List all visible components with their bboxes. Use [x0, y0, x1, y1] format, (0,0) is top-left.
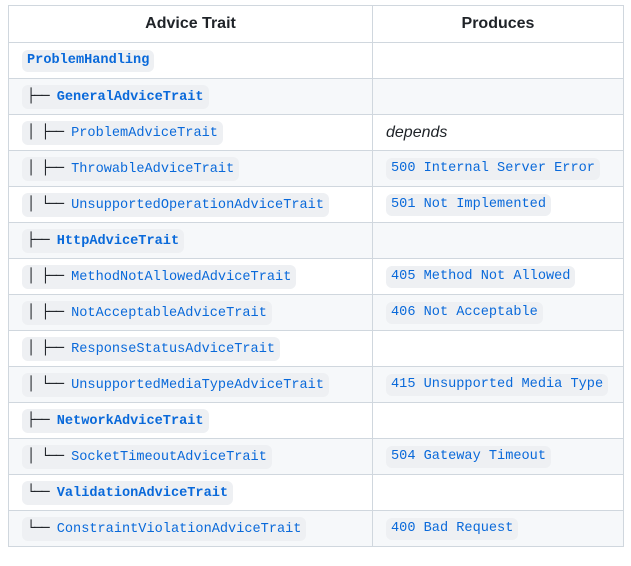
- advice-trait-cell: │ └── UnsupportedMediaTypeAdviceTrait: [8, 366, 373, 403]
- table-header-row: Advice Trait Produces: [8, 5, 624, 43]
- produces-cell: [372, 42, 624, 79]
- produces-cell: [372, 330, 624, 367]
- status-code: 415 Unsupported Media Type: [386, 373, 609, 396]
- produces-cell: 406 Not Acceptable: [372, 294, 624, 331]
- produces-cell: [372, 474, 624, 511]
- advice-trait-cell: ├── NetworkAdviceTrait: [8, 402, 373, 439]
- table-row: │ ├── ThrowableAdviceTrait 500 Internal S…: [8, 150, 624, 187]
- produces-cell: 500 Internal Server Error: [372, 150, 624, 187]
- tree-prefix: │ ├──: [27, 123, 64, 140]
- trait-code: ├── NetworkAdviceTrait: [22, 408, 209, 433]
- table-body: ProblemHandling ├── GeneralAdviceTrait │ ├…: [8, 42, 624, 547]
- advice-trait-cell: │ ├── ThrowableAdviceTrait: [8, 150, 373, 187]
- trait-code: │ └── SocketTimeoutAdviceTrait: [22, 444, 272, 469]
- status-code: 405 Method Not Allowed: [386, 265, 576, 288]
- tree-prefix: ├──: [27, 231, 50, 248]
- produces-cell: 504 Gateway Timeout: [372, 438, 624, 475]
- trait-link[interactable]: ProblemHandling: [27, 52, 150, 68]
- trait-code: │ └── UnsupportedMediaTypeAdviceTrait: [22, 372, 329, 397]
- trait-link[interactable]: ThrowableAdviceTrait: [71, 161, 235, 177]
- table-row: └── ConstraintViolationAdviceTrait 400 Ba…: [8, 510, 624, 547]
- tree-prefix: │ └──: [27, 195, 64, 212]
- trait-link[interactable]: ValidationAdviceTrait: [56, 485, 229, 501]
- tree-prefix: │ └──: [27, 447, 64, 464]
- produces-cell: [372, 402, 624, 439]
- table-row: │ ├── NotAcceptableAdviceTrait 406 Not Ac…: [8, 294, 624, 331]
- trait-code: └── ConstraintViolationAdviceTrait: [22, 516, 307, 541]
- advice-trait-cell: │ ├── ProblemAdviceTrait: [8, 114, 373, 151]
- table-row: ├── HttpAdviceTrait: [8, 222, 624, 259]
- advice-trait-cell: │ ├── ResponseStatusAdviceTrait: [8, 330, 373, 367]
- header-produces: Produces: [372, 5, 624, 43]
- table-row: │ └── UnsupportedMediaTypeAdviceTrait 415…: [8, 366, 624, 403]
- advice-trait-cell: ├── GeneralAdviceTrait: [8, 78, 373, 115]
- tree-prefix: │ └──: [27, 375, 64, 392]
- tree-prefix: │ ├──: [27, 159, 64, 176]
- advice-trait-cell: │ ├── NotAcceptableAdviceTrait: [8, 294, 373, 331]
- trait-link[interactable]: GeneralAdviceTrait: [56, 89, 204, 105]
- produces-cell: 400 Bad Request: [372, 510, 624, 547]
- tree-prefix: ├──: [27, 411, 50, 428]
- trait-link[interactable]: SocketTimeoutAdviceTrait: [71, 449, 267, 465]
- trait-code: ProblemHandling: [22, 49, 155, 72]
- table-row: │ └── SocketTimeoutAdviceTrait 504 Gatewa…: [8, 438, 624, 475]
- trait-link[interactable]: ResponseStatusAdviceTrait: [71, 341, 276, 357]
- trait-code: └── ValidationAdviceTrait: [22, 480, 234, 505]
- table-row: │ ├── ProblemAdviceTrait depends: [8, 114, 624, 151]
- produces-cell: 415 Unsupported Media Type: [372, 366, 624, 403]
- header-advice-trait: Advice Trait: [8, 5, 373, 43]
- advice-trait-table: Advice Trait Produces ProblemHandling ├──…: [8, 5, 624, 547]
- status-code: 400 Bad Request: [386, 517, 519, 540]
- trait-code: │ ├── NotAcceptableAdviceTrait: [22, 300, 272, 325]
- trait-code: │ ├── MethodNotAllowedAdviceTrait: [22, 264, 297, 289]
- tree-prefix: └──: [27, 519, 50, 536]
- trait-code: │ ├── ProblemAdviceTrait: [22, 120, 223, 145]
- status-code: 406 Not Acceptable: [386, 301, 543, 324]
- produces-cell: 405 Method Not Allowed: [372, 258, 624, 295]
- table-row: │ ├── ResponseStatusAdviceTrait: [8, 330, 624, 367]
- trait-link[interactable]: UnsupportedMediaTypeAdviceTrait: [71, 377, 324, 393]
- trait-link[interactable]: HttpAdviceTrait: [56, 233, 180, 249]
- tree-prefix: ├──: [27, 87, 50, 104]
- status-code: 501 Not Implemented: [386, 193, 551, 216]
- trait-link[interactable]: ConstraintViolationAdviceTrait: [56, 521, 302, 537]
- tree-prefix: │ ├──: [27, 303, 64, 320]
- table-row: ├── NetworkAdviceTrait: [8, 402, 624, 439]
- trait-link[interactable]: ProblemAdviceTrait: [71, 125, 218, 141]
- advice-trait-cell: └── ValidationAdviceTrait: [8, 474, 373, 511]
- table-row: │ ├── MethodNotAllowedAdviceTrait 405 Met…: [8, 258, 624, 295]
- advice-trait-cell: │ └── SocketTimeoutAdviceTrait: [8, 438, 373, 475]
- trait-code: │ ├── ResponseStatusAdviceTrait: [22, 336, 281, 361]
- advice-trait-cell: └── ConstraintViolationAdviceTrait: [8, 510, 373, 547]
- advice-trait-cell: │ └── UnsupportedOperationAdviceTrait: [8, 186, 373, 223]
- trait-link[interactable]: NetworkAdviceTrait: [56, 413, 204, 429]
- table-row: │ └── UnsupportedOperationAdviceTrait 501…: [8, 186, 624, 223]
- advice-trait-cell: │ ├── MethodNotAllowedAdviceTrait: [8, 258, 373, 295]
- advice-trait-cell: ├── HttpAdviceTrait: [8, 222, 373, 259]
- tree-prefix: └──: [27, 483, 50, 500]
- trait-code: │ ├── ThrowableAdviceTrait: [22, 156, 240, 181]
- produces-text: depends: [386, 123, 448, 141]
- trait-link[interactable]: UnsupportedOperationAdviceTrait: [71, 197, 324, 213]
- table-row: └── ValidationAdviceTrait: [8, 474, 624, 511]
- trait-code: │ └── UnsupportedOperationAdviceTrait: [22, 192, 329, 217]
- tree-prefix: │ ├──: [27, 267, 64, 284]
- produces-cell: [372, 78, 624, 115]
- status-code: 504 Gateway Timeout: [386, 445, 551, 468]
- table-row: ProblemHandling: [8, 42, 624, 79]
- trait-code: ├── GeneralAdviceTrait: [22, 84, 209, 109]
- advice-trait-cell: ProblemHandling: [8, 42, 373, 79]
- trait-link[interactable]: MethodNotAllowedAdviceTrait: [71, 269, 292, 285]
- produces-cell: [372, 222, 624, 259]
- produces-cell: 501 Not Implemented: [372, 186, 624, 223]
- table-row: ├── GeneralAdviceTrait: [8, 78, 624, 115]
- trait-link[interactable]: NotAcceptableAdviceTrait: [71, 305, 267, 321]
- produces-cell: depends: [372, 114, 624, 151]
- status-code: 500 Internal Server Error: [386, 157, 600, 180]
- tree-prefix: │ ├──: [27, 339, 64, 356]
- trait-code: ├── HttpAdviceTrait: [22, 228, 185, 253]
